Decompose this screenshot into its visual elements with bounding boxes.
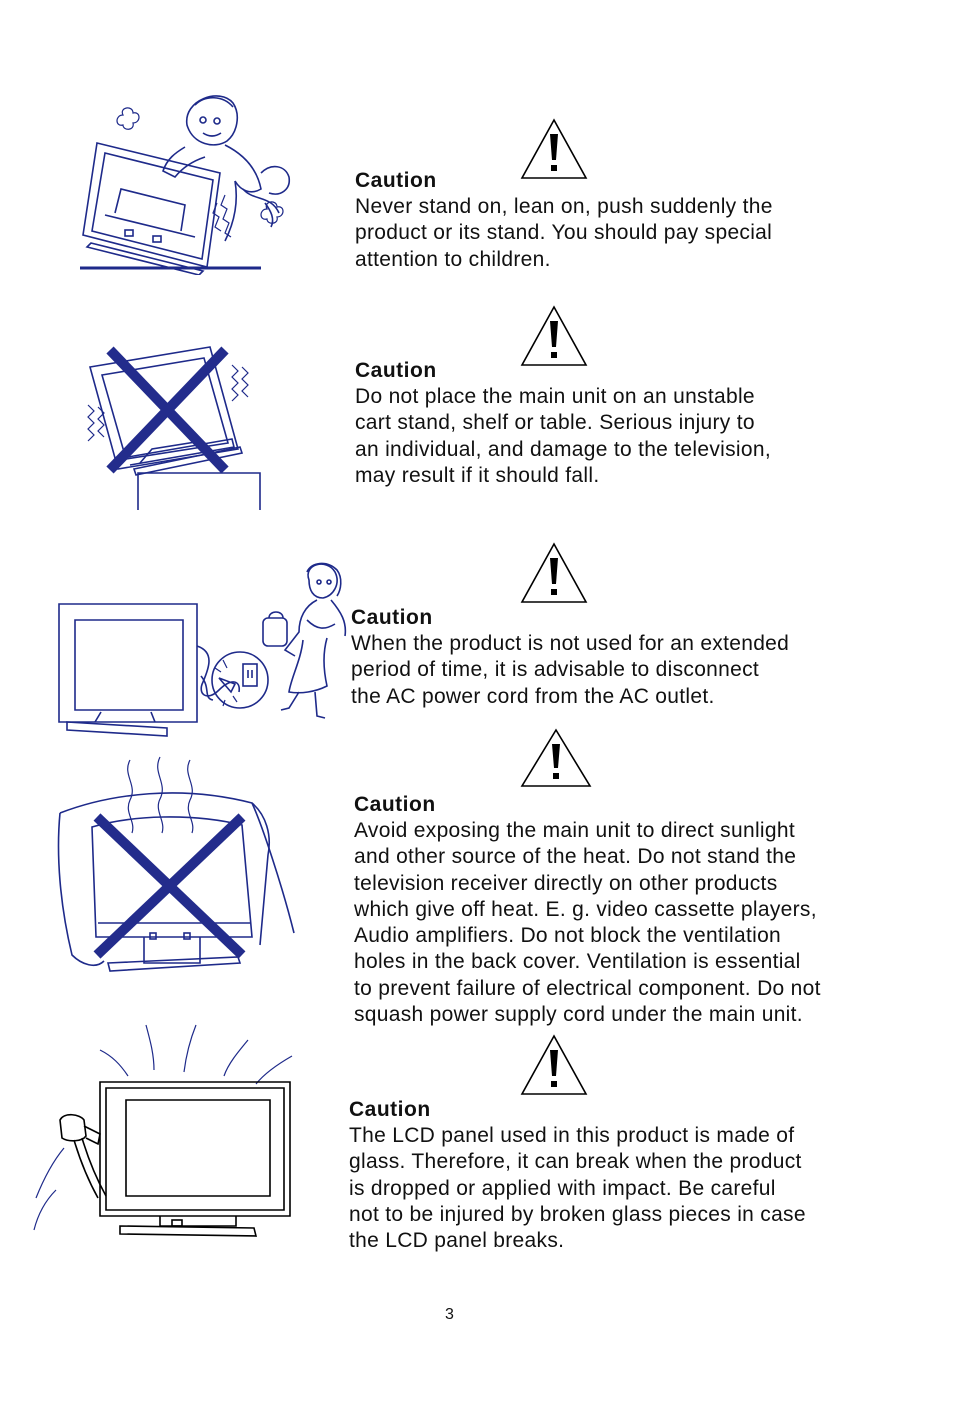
caution-text: The LCD panel used in this product is ma… [349,1124,806,1253]
page-number: 3 [445,1306,454,1323]
caution-text: Never stand on, lean on, push suddenly t… [355,195,773,271]
warning-triangle-icon [520,1034,588,1095]
tv-on-unstable-table-icon [87,346,261,510]
caution-text: When the product is not used for an exte… [351,632,790,708]
caution-heading: Caution [355,169,437,192]
hammer-hitting-screen-icon [33,1024,293,1237]
person-pushing-tv-icon [80,95,291,275]
caution-section: Caution When the product is not used for… [351,605,881,710]
caution-section: Caution The LCD panel used in this produ… [349,1097,889,1254]
warning-triangle-icon [520,305,588,366]
caution-text: Avoid exposing the main unit to direct s… [354,819,821,1027]
caution-section: Caution Never stand on, lean on, push su… [355,168,875,273]
caution-heading: Caution [354,793,436,816]
caution-heading: Caution [351,606,433,629]
warning-triangle-icon [520,542,588,603]
unplug-power-cord-icon [58,562,347,737]
caution-heading: Caution [349,1098,431,1121]
caution-section: Caution Avoid exposing the main unit to … [354,792,914,1028]
warning-triangle-icon [520,728,592,787]
caution-section: Caution Do not place the main unit on an… [355,358,875,489]
caution-text: Do not place the main unit on an unstabl… [355,385,771,487]
covered-tv-overheating-icon [57,756,295,972]
caution-heading: Caution [355,359,437,382]
warning-triangle-icon [520,118,588,179]
